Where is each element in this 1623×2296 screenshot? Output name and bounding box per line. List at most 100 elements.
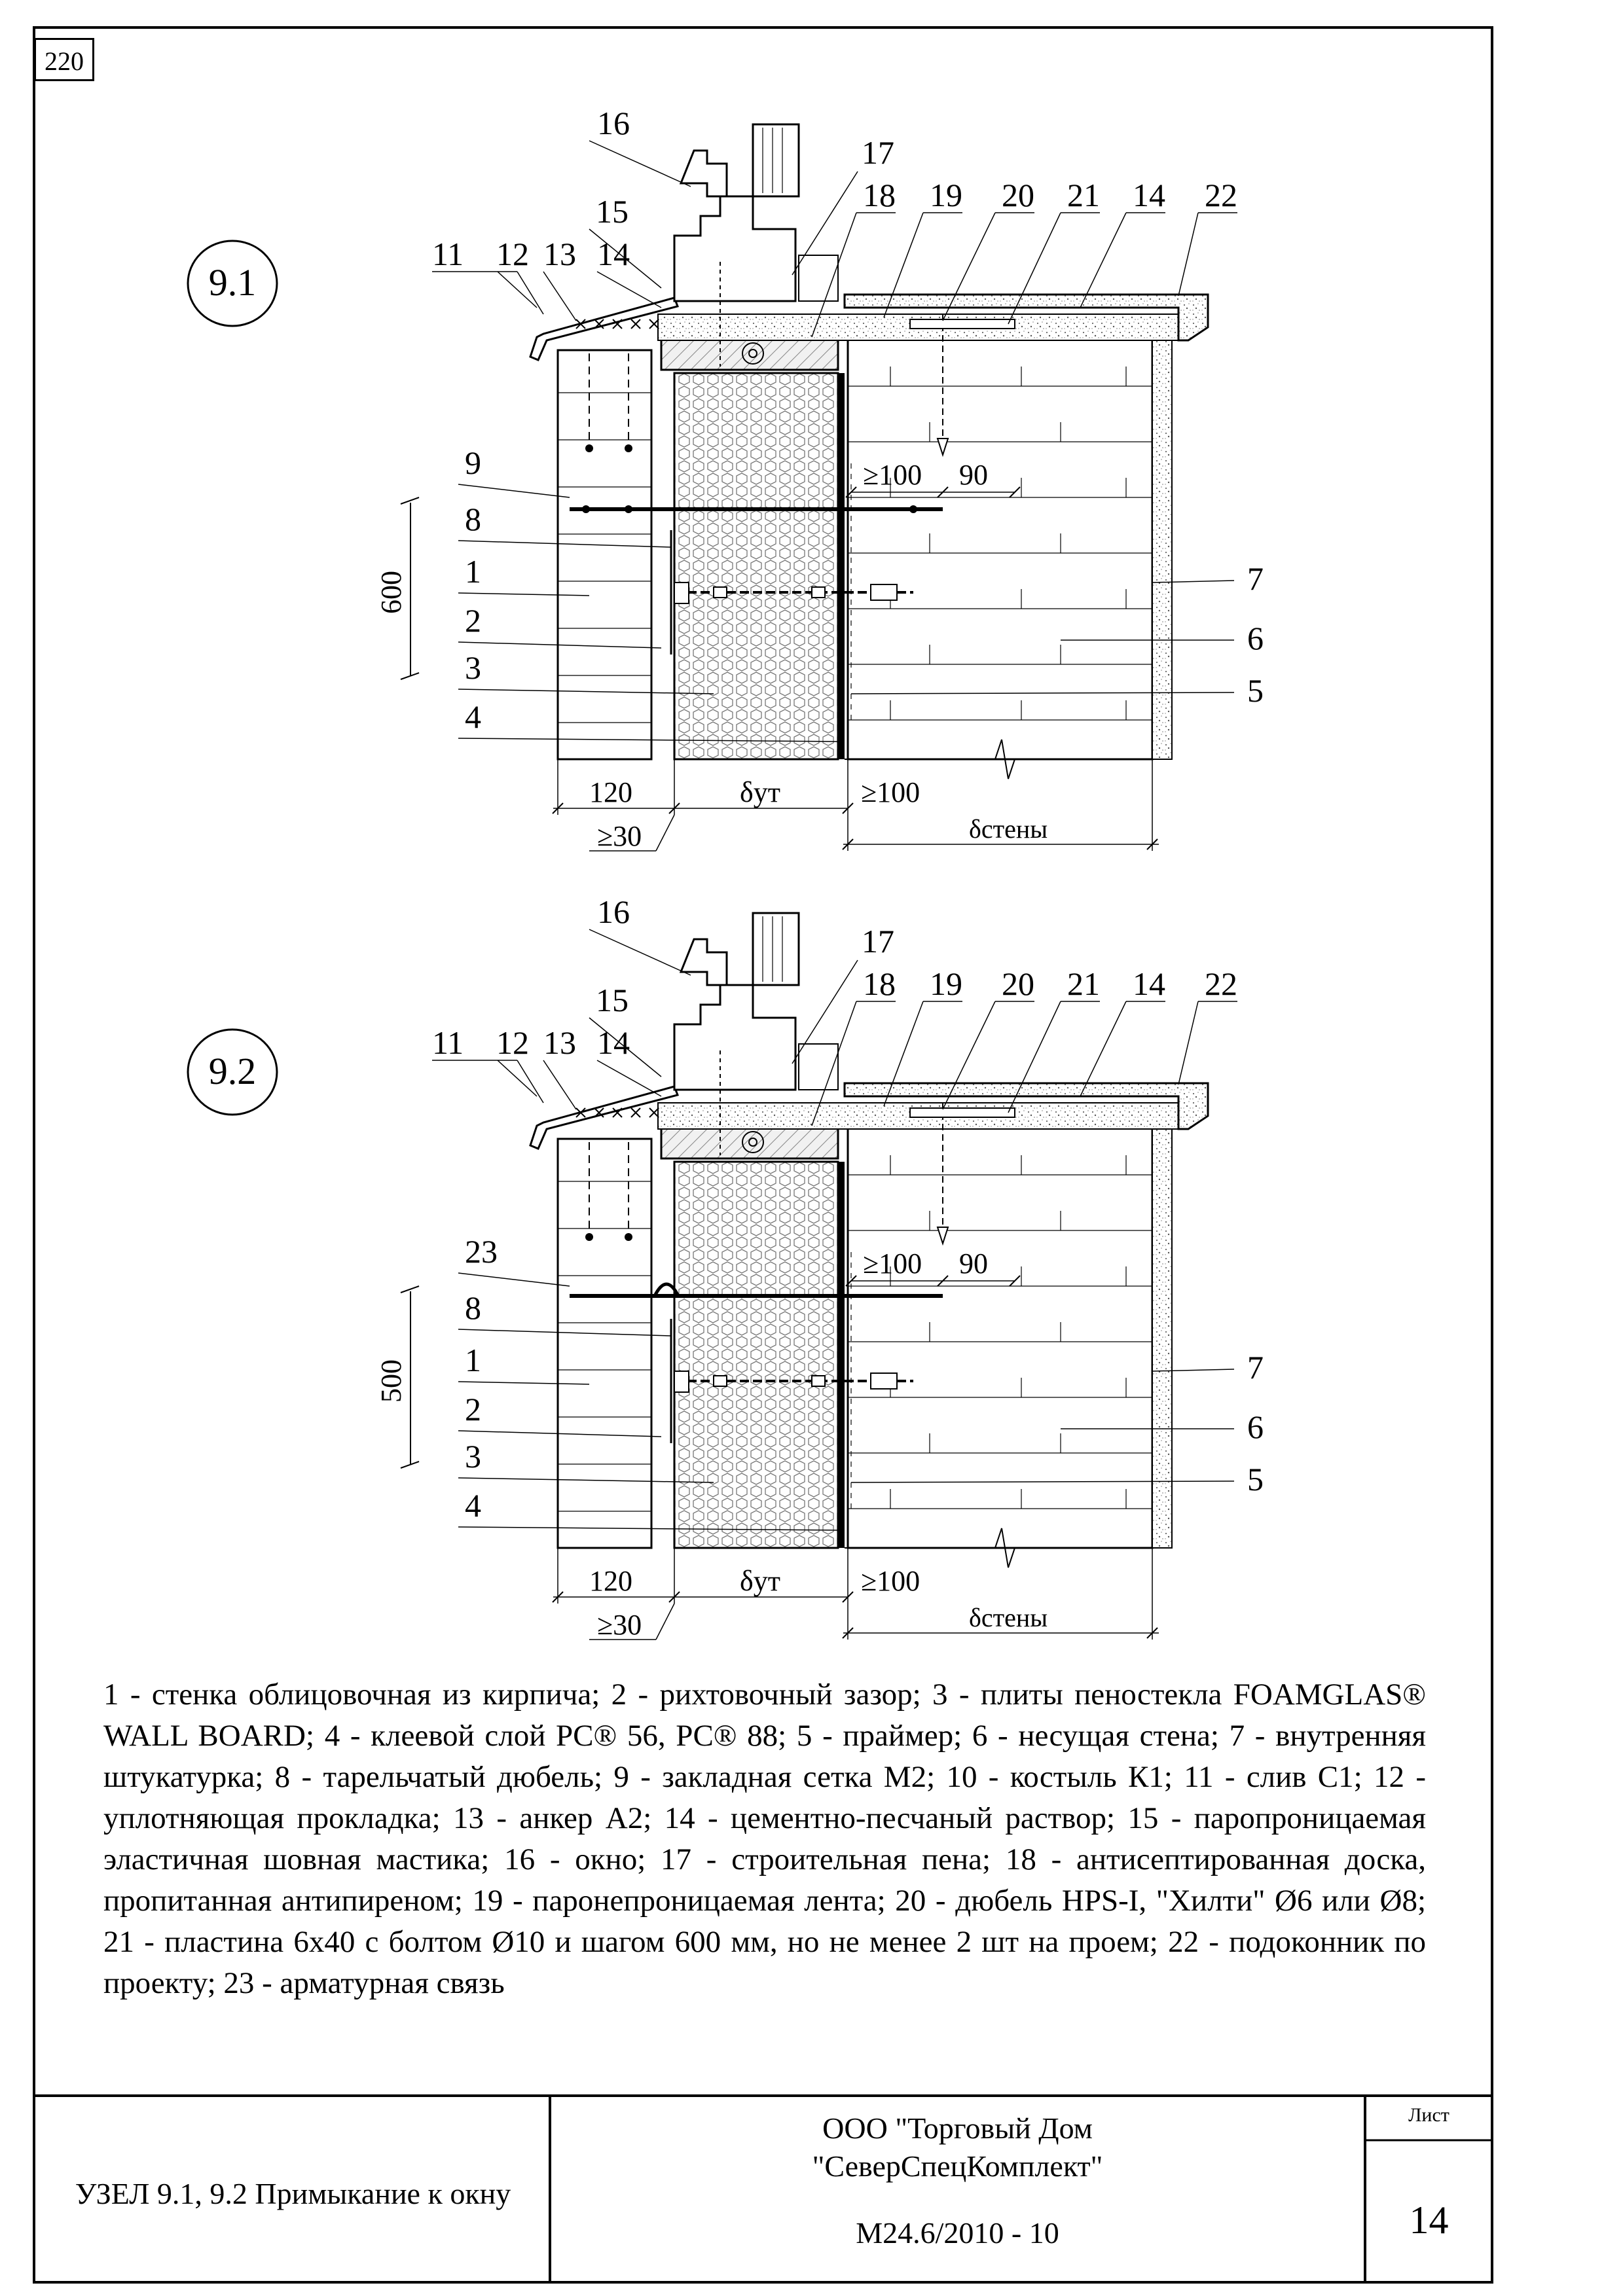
seal-cross [575,1107,586,1118]
leader-line [655,814,675,852]
callout-12: 12 [496,236,529,272]
height-dimension-value: 600 [375,571,407,614]
leader-line [811,1001,857,1126]
dowel-anchor [870,1372,898,1390]
dimension-anchor-gap: ≥100 [863,1247,922,1280]
dimension-min-wall: ≥100 [861,1565,920,1597]
plate-dowel-head [674,582,689,604]
window-frame [673,984,797,1091]
tie-loop [653,1282,680,1297]
dimension-face-width: 120 [589,1565,632,1597]
leader-line [942,1001,996,1110]
window-frame [673,195,797,302]
dimension-tick [1146,838,1158,850]
load-bearing-wall [847,1126,1154,1549]
steel-plate [909,319,1015,329]
metal-drip [529,296,680,361]
leader-line [589,1017,662,1077]
seal-cross [630,319,641,329]
dimension-tick [400,672,420,680]
glazing-unit [752,912,800,986]
leader-line [458,689,714,694]
callout-2: 2 [465,1391,481,1427]
plate-dowel-head [674,1371,689,1393]
leader-line [497,1060,538,1097]
dimension-wall-thickness: δстены [969,1603,1048,1632]
leader-line [1008,1001,1061,1113]
dimension-tick [400,1285,420,1293]
dowel-washer [713,586,727,598]
dimension-anchor-gap: ≥100 [863,459,922,491]
window-sill-board [843,1082,1209,1130]
facing-brick-wall [556,1138,653,1549]
leader-line [1080,1001,1127,1097]
foamglas-insulation [673,372,839,761]
foam-seal [742,342,764,365]
callout-8: 8 [465,501,481,537]
dimension-min-wall: ≥100 [861,776,920,808]
height-dimension-value: 500 [375,1359,407,1403]
callout-6: 6 [1247,620,1264,656]
leader-line [458,540,672,548]
leader-line [458,1430,662,1437]
callout-12: 12 [496,1024,529,1061]
dimension-tick [668,802,680,814]
leader-line [655,1603,675,1640]
break-line [845,1528,1159,1568]
leader-line [1080,212,1127,308]
callout-7: 7 [1247,560,1264,597]
title-block-company-line1: ООО "Торговый Дом [822,2111,1093,2145]
leader-line [458,641,662,649]
callout-4: 4 [465,1487,481,1524]
internal-plaster [1152,338,1173,760]
seal-cross [649,1107,659,1118]
leader-line [589,929,691,976]
dowel-tip [936,1227,949,1246]
dowel-anchor [870,584,898,601]
seal-cross [630,1107,641,1118]
anchor-end [625,1233,632,1241]
leader-line [1152,1369,1235,1372]
anchor-end [585,444,593,452]
window-sill-board [843,293,1209,342]
dimension-tick [842,1591,854,1603]
dimension-tick [552,802,564,814]
callout-9: 9 [465,444,481,481]
title-block-company-line2: "СеверСпецКомплект" [812,2149,1103,2183]
leader-line [589,228,662,289]
leader-line [458,592,590,596]
foamglas-insulation [673,1160,839,1549]
leader-line [1178,212,1199,296]
dimension-min-gap: ≥30 [597,1609,642,1641]
anchor-end [585,1233,593,1241]
callout-7: 7 [1247,1349,1264,1386]
dimension-tick [845,1275,857,1287]
dimension-anchor-step: 90 [959,459,988,491]
dimension-tick [1146,1627,1158,1639]
callout-5: 5 [1247,1461,1264,1498]
internal-plaster [1152,1127,1173,1549]
dimension-tick [1009,1275,1021,1287]
callout-3: 3 [465,649,481,686]
callout-21: 21 [1067,177,1100,213]
leader-line [1152,580,1235,583]
seal-cross [649,319,659,329]
callout-6: 6 [1247,1408,1264,1445]
callout-22: 22 [1205,177,1237,213]
leader-line [1008,212,1061,325]
dimension-tick [400,1461,420,1469]
leader-line [850,692,1235,694]
callout-16: 16 [597,105,630,141]
callout-11: 11 [432,236,464,272]
dimension-wall-thickness: δстены [969,814,1048,844]
callout-13: 13 [543,236,576,272]
leader-line [543,1060,577,1110]
dimension-tick [668,1591,680,1603]
leader-line [792,960,858,1064]
leader-line [458,738,839,742]
adhesive-layer [838,1162,845,1548]
foam-seal-inner [748,1138,757,1147]
break-line [845,739,1159,780]
